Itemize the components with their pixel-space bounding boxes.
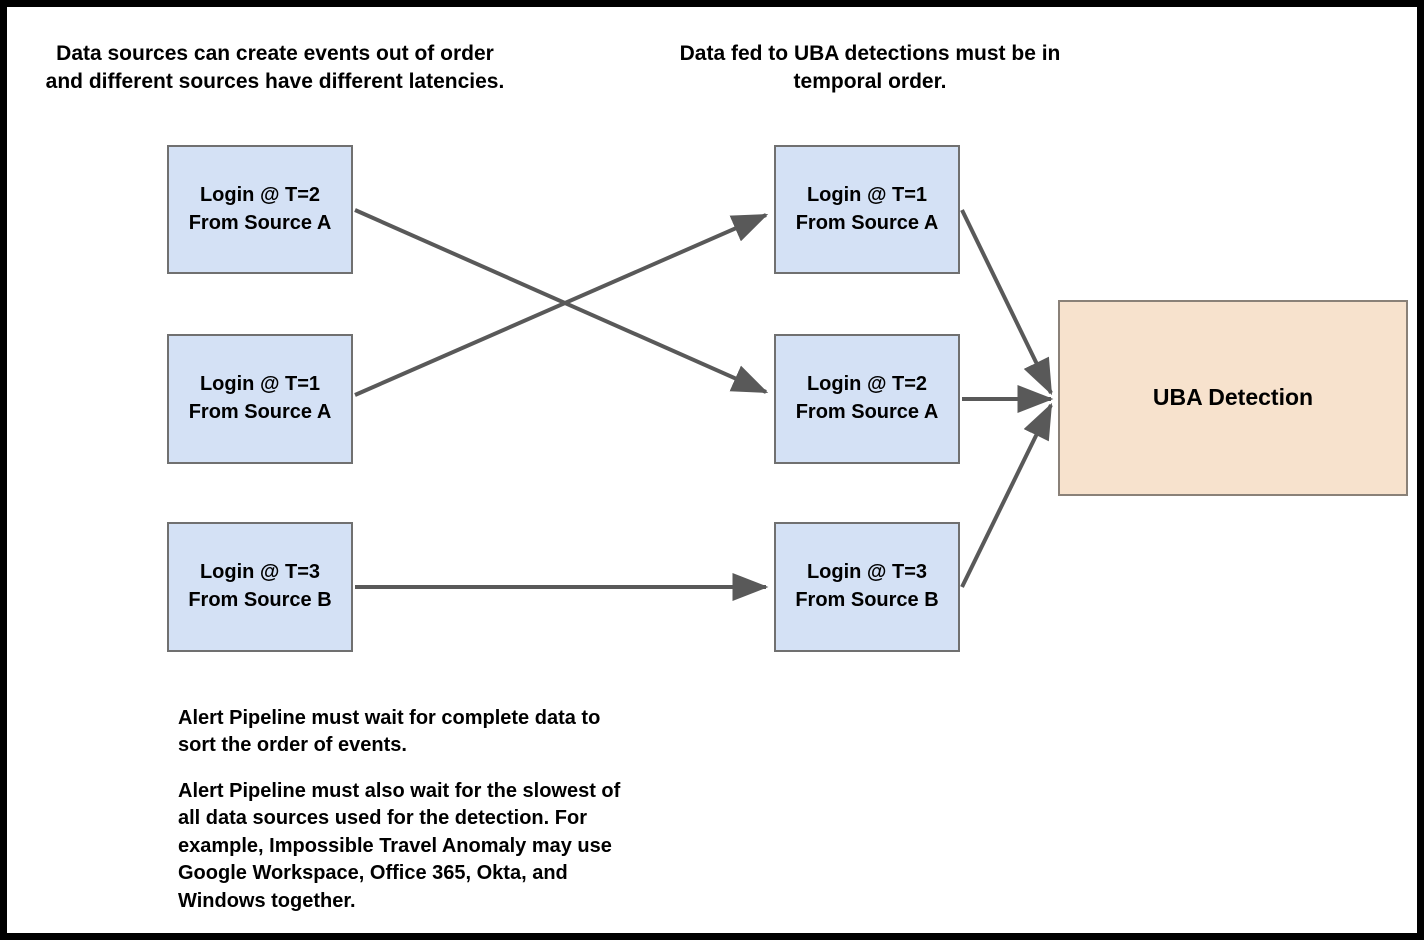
edge-right2-to-detection: [960, 402, 1053, 588]
edge-right0-to-detection: [960, 209, 1053, 396]
header-right-caption: Data fed to UBA detections must be in te…: [679, 42, 1061, 93]
uba-detection-box[interactable]: UBA Detection: [1058, 300, 1408, 496]
note-sort-order: Alert Pipeline must wait for complete da…: [178, 707, 601, 757]
edge-left0-to-right1: [354, 208, 769, 394]
event-box-right-2[interactable]: Login @ T=2 From Source A: [774, 334, 960, 464]
edge-left1-to-right0: [354, 213, 769, 397]
event-box-left-2[interactable]: Login @ T=1 From Source A: [167, 334, 353, 464]
event-box-left-1[interactable]: Login @ T=2 From Source A: [167, 145, 353, 274]
note-slowest-source: Alert Pipeline must also wait for the sl…: [178, 780, 621, 912]
event-box-left-3[interactable]: Login @ T=3 From Source B: [167, 522, 353, 652]
event-box-right-1[interactable]: Login @ T=1 From Source A: [774, 145, 960, 274]
event-box-right-3[interactable]: Login @ T=3 From Source B: [774, 522, 960, 652]
header-left-caption: Data sources can create events out of or…: [45, 42, 505, 93]
